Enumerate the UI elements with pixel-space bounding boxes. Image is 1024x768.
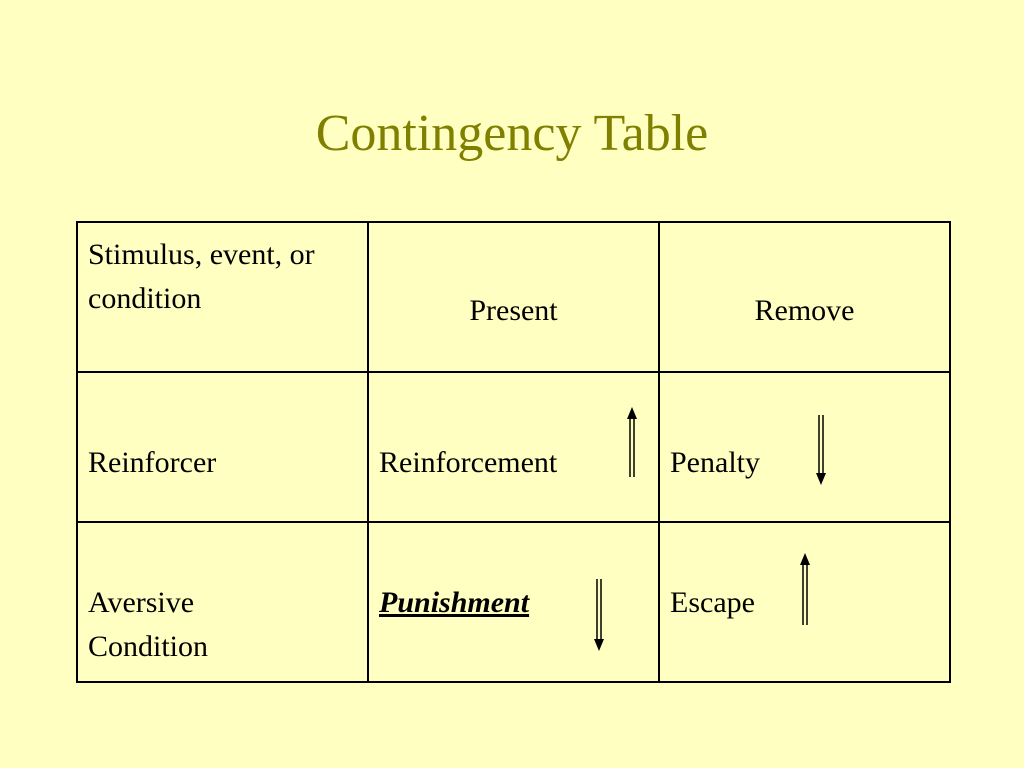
table-header-row: Stimulus, event, or condition Present Re… — [76, 221, 951, 373]
table-row: Aversive Condition Punishment Escape — [76, 521, 951, 683]
header-present-cell: Present — [367, 221, 660, 373]
header-remove-text: Remove — [754, 294, 855, 327]
reinforcement-cell: Reinforcement — [367, 371, 660, 523]
row-label-cell: Aversive Condition — [76, 521, 369, 683]
header-remove-cell: Remove — [658, 221, 951, 373]
slide-title: Contingency Table — [315, 105, 709, 162]
row-label-line: Condition — [88, 630, 209, 663]
down-arrow-icon — [591, 579, 607, 651]
penalty-cell: Penalty — [658, 371, 951, 523]
header-corner-cell: Stimulus, event, or condition — [76, 221, 369, 373]
escape-text: Escape — [670, 586, 755, 619]
up-arrow-icon — [797, 553, 813, 625]
down-arrow-icon — [813, 415, 829, 485]
table-row: Reinforcer Reinforcement Penalty — [76, 371, 951, 523]
punishment-cell: Punishment — [367, 521, 660, 683]
contingency-table: Stimulus, event, or condition Present Re… — [76, 221, 951, 683]
row-label-aversive: Aversive Condition — [88, 581, 361, 669]
row-label-line: Aversive — [88, 586, 195, 619]
up-arrow-icon — [624, 407, 640, 477]
escape-cell: Escape — [658, 521, 951, 683]
row-label-reinforcer: Reinforcer — [88, 446, 217, 479]
row-label-cell: Reinforcer — [76, 371, 369, 523]
punishment-text: Punishment — [379, 586, 530, 619]
penalty-text: Penalty — [670, 446, 760, 479]
header-present-text: Present — [469, 294, 558, 327]
punishment-text-wrap: Punishment — [379, 581, 652, 625]
header-corner-text: Stimulus, event, or condition — [88, 238, 315, 315]
reinforcement-text: Reinforcement — [379, 446, 558, 479]
